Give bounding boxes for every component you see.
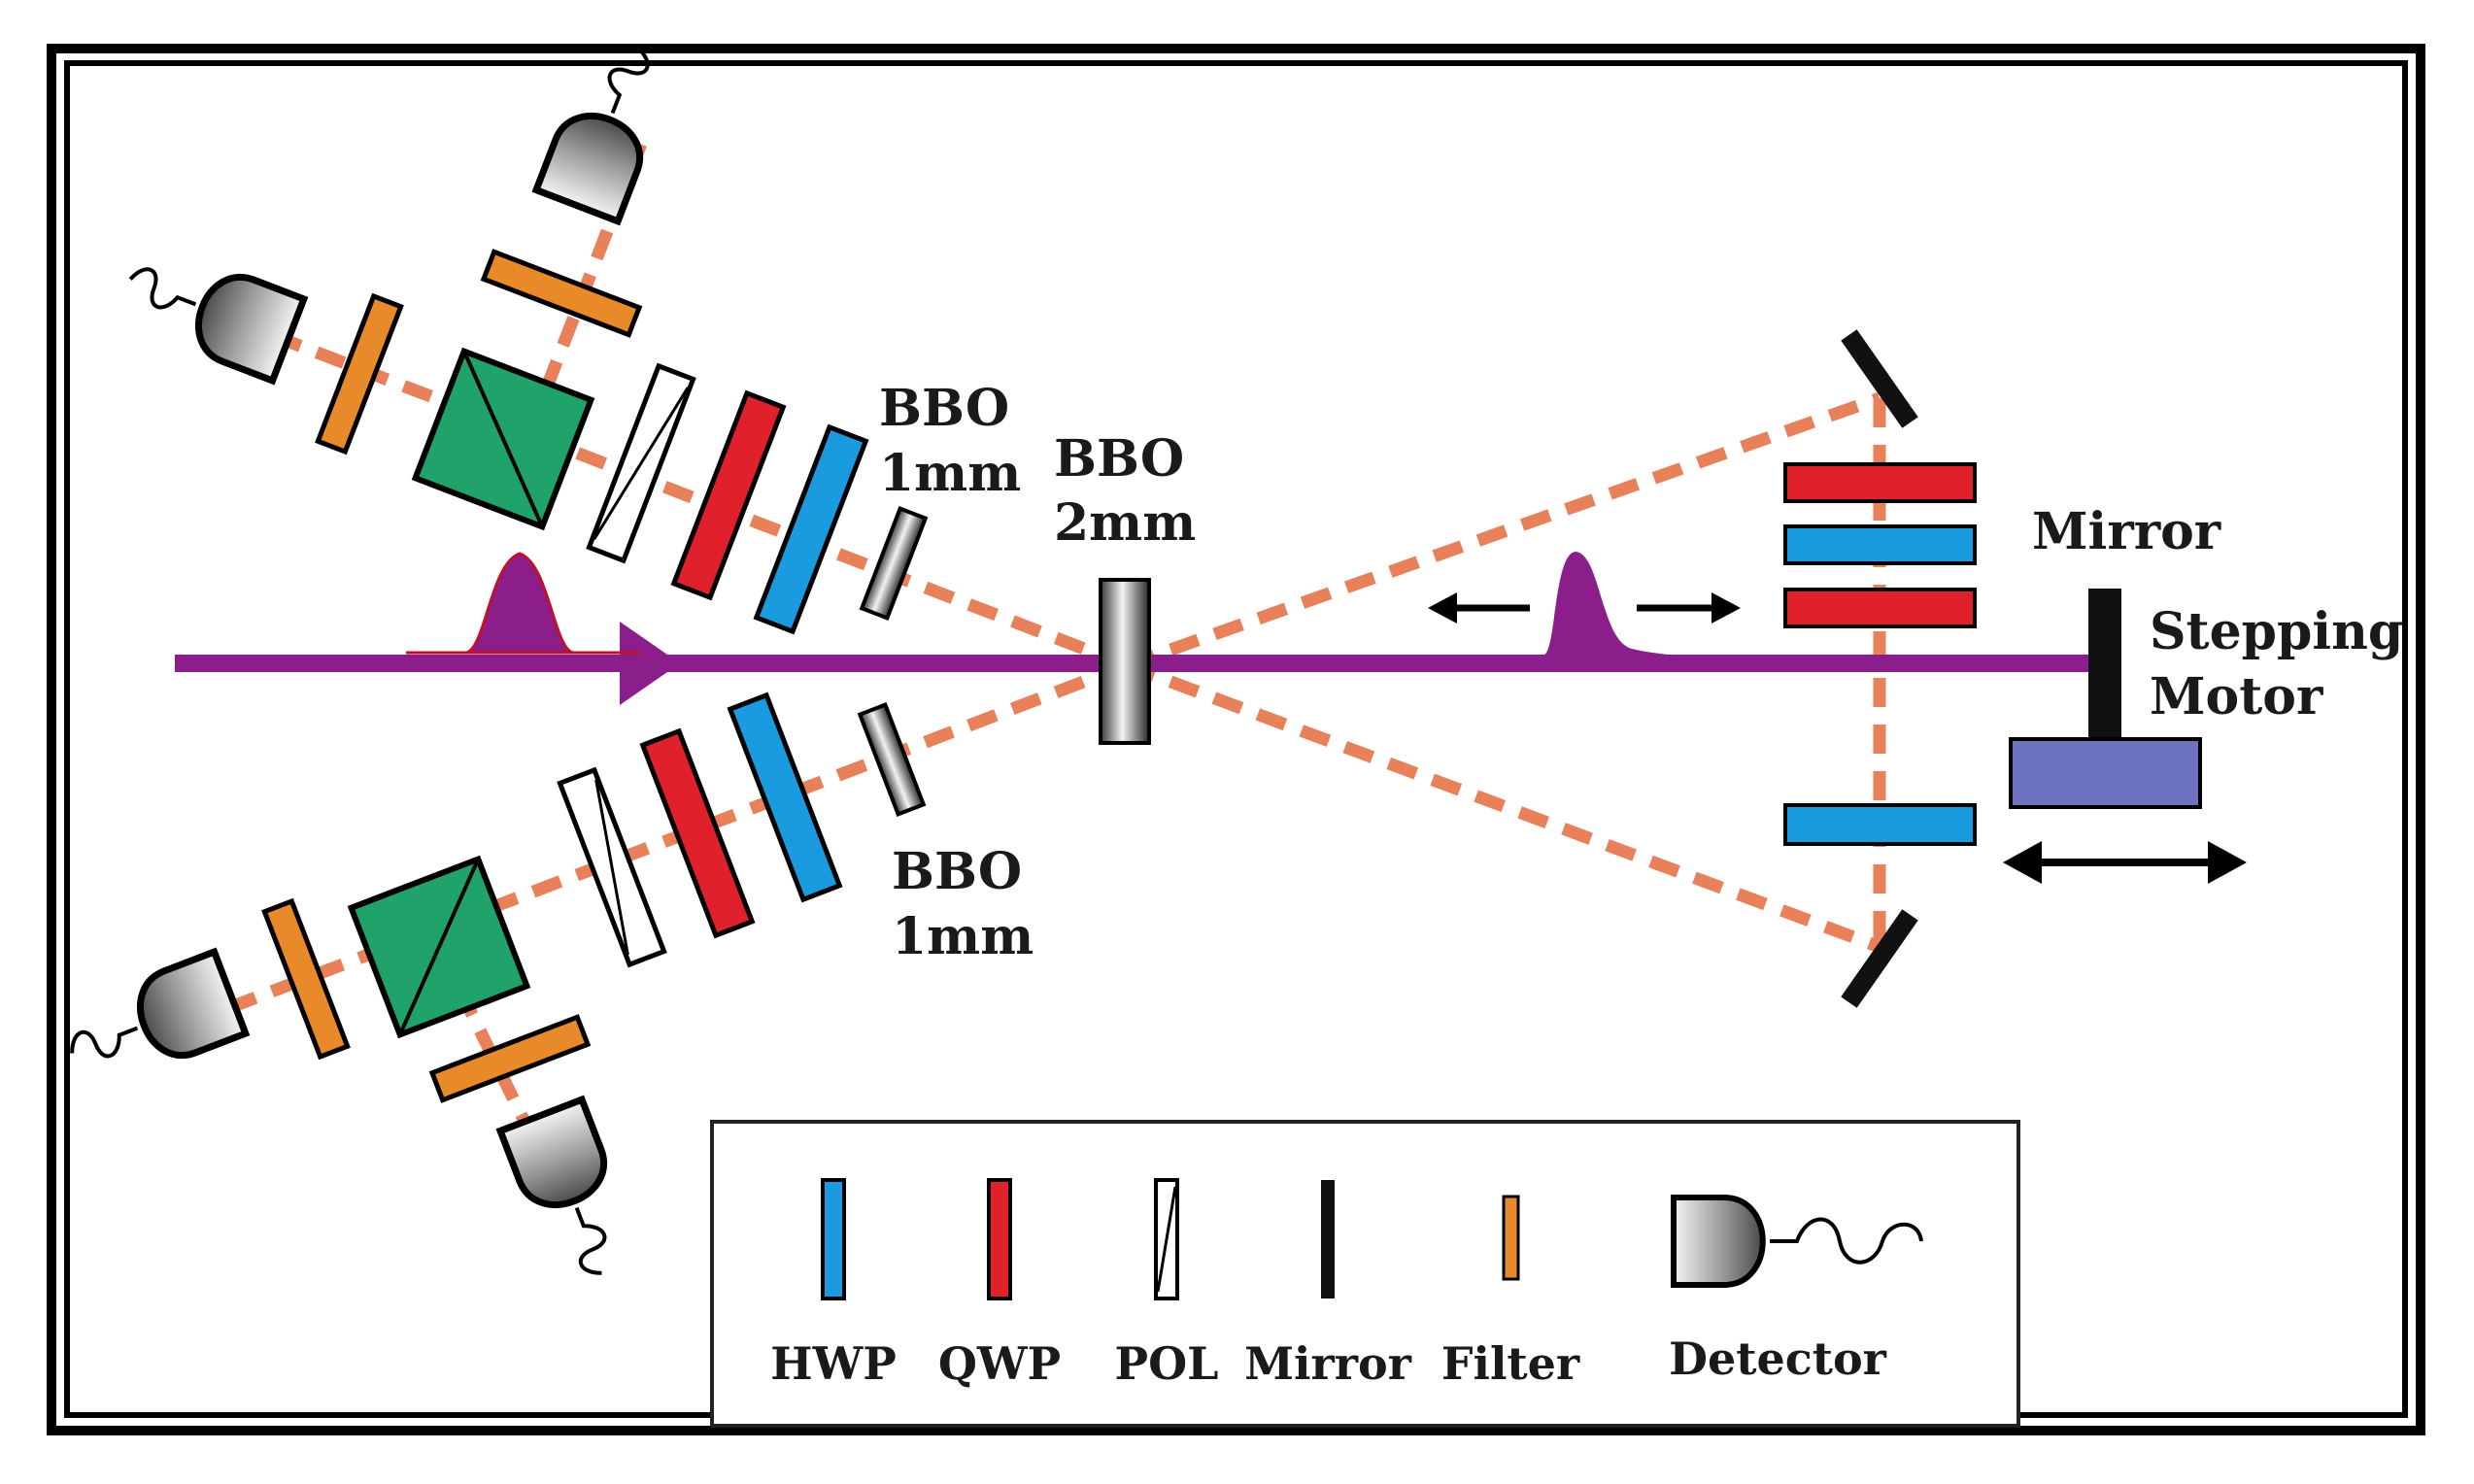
bbo-lower-line2: 1mm bbox=[892, 907, 1034, 966]
filter-icon bbox=[480, 249, 643, 338]
bbo-lower-line1: BBO bbox=[892, 842, 1022, 901]
filter-icon bbox=[315, 292, 404, 455]
mirror-icon bbox=[1321, 1180, 1335, 1298]
bbo-center-line2: 2mm bbox=[1054, 493, 1196, 553]
detector-icon bbox=[1671, 1195, 1923, 1288]
hwp-icon bbox=[821, 1178, 846, 1300]
legend-label-hwp: HWP bbox=[770, 1337, 897, 1390]
reflected-pulse bbox=[1525, 552, 1710, 660]
hwp-icon bbox=[1783, 524, 1977, 565]
pol-icon bbox=[1154, 1178, 1179, 1300]
input-pulse bbox=[406, 552, 641, 655]
detector-icon bbox=[536, 32, 678, 221]
qwp-icon bbox=[1783, 588, 1977, 628]
right-optics bbox=[1783, 329, 2247, 1008]
hwp-icon bbox=[753, 423, 869, 635]
detector-icon bbox=[500, 1099, 642, 1289]
bbo-1mm-lower bbox=[857, 702, 927, 817]
legend-label-mirror: Mirror bbox=[1244, 1337, 1412, 1390]
legend-label-pol: POL bbox=[1114, 1337, 1218, 1390]
legend-label-qwp: QWP bbox=[938, 1337, 1061, 1390]
qwp-icon bbox=[987, 1178, 1012, 1300]
upper-arm bbox=[115, 32, 929, 635]
mirror-icon bbox=[1841, 909, 1918, 1008]
pulse-motion-arrows bbox=[1428, 592, 1741, 624]
qwp-icon bbox=[1783, 462, 1977, 503]
mirror-icon bbox=[1841, 329, 1918, 428]
stage-arrowhead-left bbox=[2003, 841, 2042, 884]
pbs-cube-upper bbox=[411, 347, 595, 531]
bbo-upper-line2: 1mm bbox=[879, 444, 1021, 503]
motor-label: Motor bbox=[2150, 667, 2323, 726]
stepping-motor-stage bbox=[2009, 737, 2202, 809]
lower-arm bbox=[56, 691, 927, 1289]
detector-icon bbox=[56, 952, 246, 1094]
bbo-center-line1: BBO bbox=[1054, 429, 1184, 489]
filter-icon bbox=[428, 1014, 592, 1103]
pbs-cube-lower bbox=[347, 855, 531, 1039]
filter-icon bbox=[261, 897, 351, 1061]
qwp-icon bbox=[639, 727, 756, 939]
hwp-icon bbox=[1783, 803, 1977, 846]
legend: HWP QWP POL Mirror Filter Detector bbox=[710, 1120, 2020, 1428]
hwp-icon bbox=[727, 691, 843, 903]
filter-icon bbox=[1502, 1195, 1520, 1281]
bbo-upper-line1: BBO bbox=[879, 379, 1009, 438]
outer-frame bbox=[47, 44, 2425, 1435]
pol-icon bbox=[557, 766, 667, 968]
legend-box bbox=[710, 1120, 2020, 1428]
bbo-2mm-crystal bbox=[1099, 578, 1151, 745]
stage-arrowhead-right bbox=[2208, 841, 2247, 884]
pump-arrowhead bbox=[620, 622, 680, 705]
pol-icon bbox=[586, 362, 696, 564]
bbo-1mm-upper bbox=[859, 506, 929, 621]
mirror-label: Mirror bbox=[2032, 502, 2221, 561]
legend-label-filter: Filter bbox=[1441, 1337, 1580, 1390]
legend-label-detector: Detector bbox=[1669, 1332, 1887, 1385]
stepping-label: Stepping bbox=[2150, 602, 2403, 661]
detector-icon bbox=[115, 239, 304, 381]
qwp-icon bbox=[670, 389, 787, 601]
delay-mirror bbox=[2088, 589, 2121, 739]
